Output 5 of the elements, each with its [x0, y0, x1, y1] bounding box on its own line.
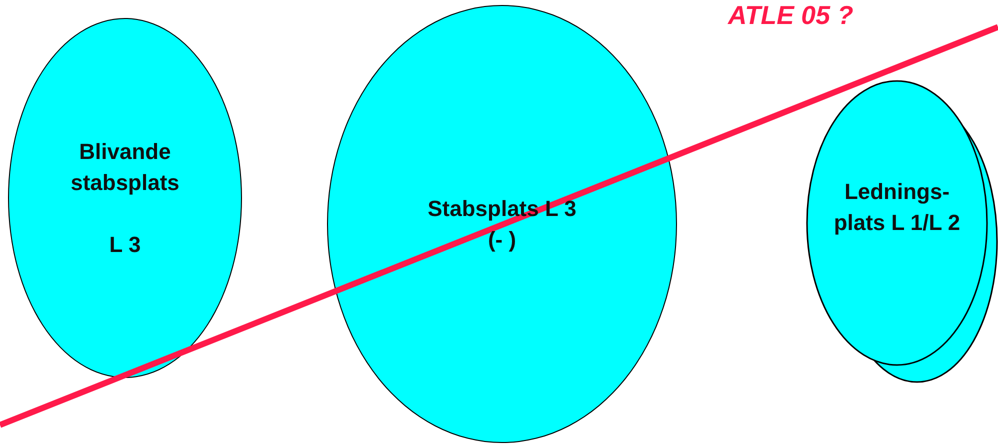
node-label: L 3: [109, 231, 141, 259]
note-text: ATLE 05 ?: [728, 0, 854, 31]
node-label: Blivande stabsplats: [70, 138, 180, 197]
stacked-ellipse-node: [806, 80, 998, 383]
node-label: Lednings- plats L 1/L 2: [832, 178, 962, 237]
